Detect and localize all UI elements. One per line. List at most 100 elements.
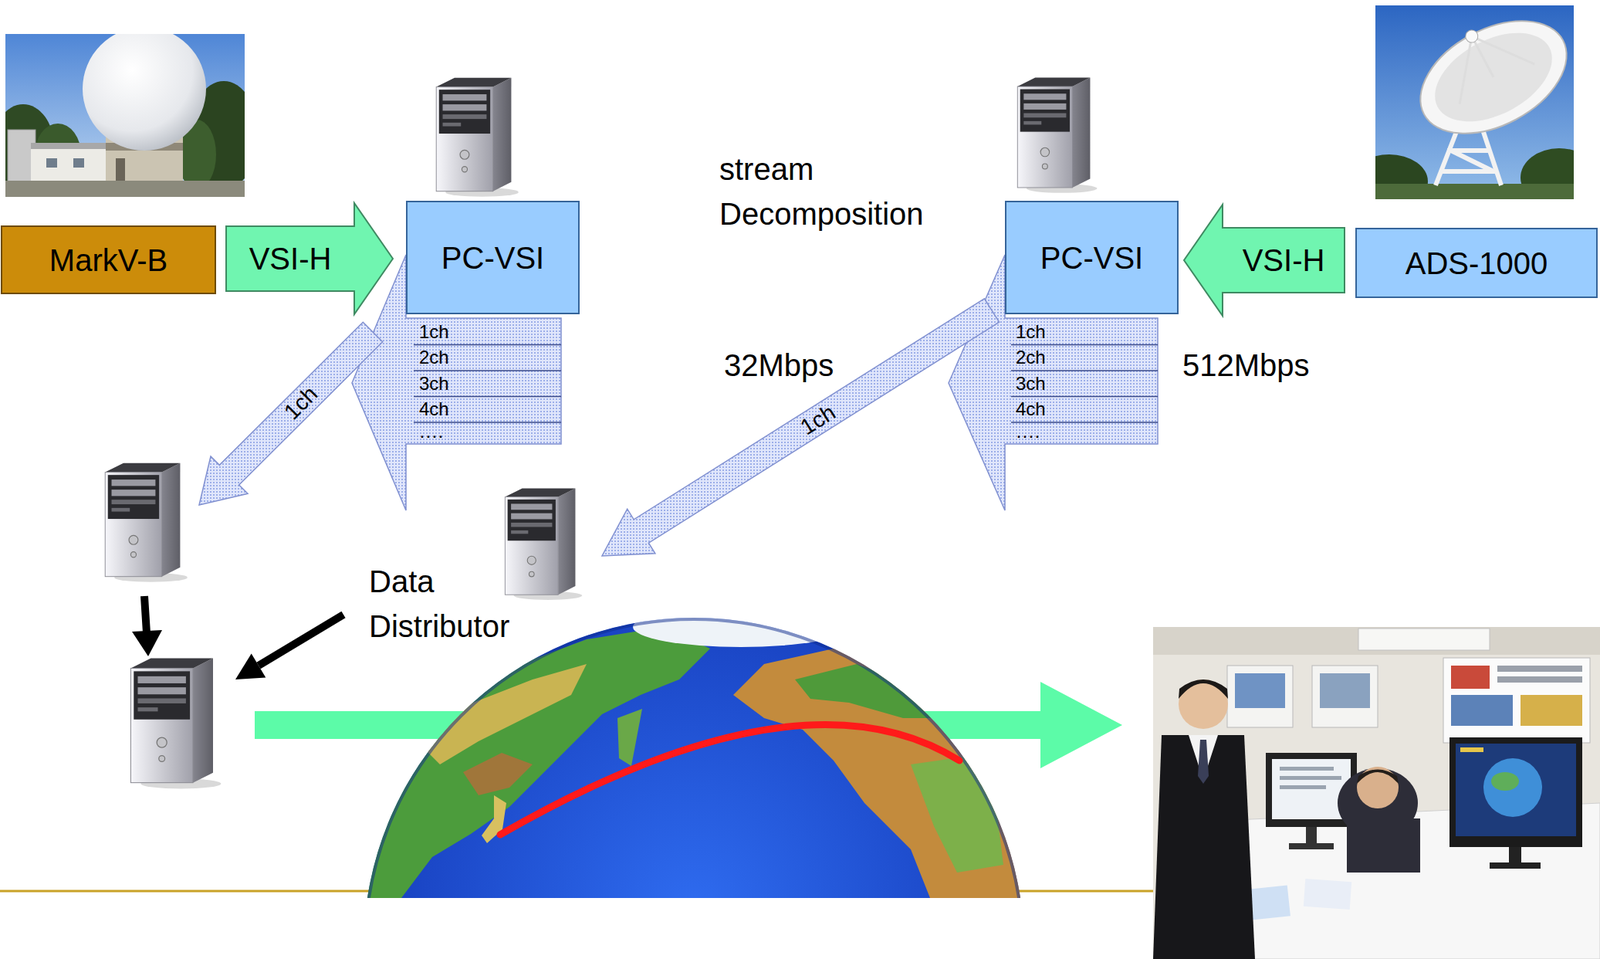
globe — [864, 631, 934, 657]
globe — [362, 606, 1027, 898]
radome-photo — [115, 158, 126, 182]
interface-label: VSI-H — [1242, 242, 1326, 278]
antenna-photo — [1451, 150, 1494, 172]
globe — [910, 756, 1004, 873]
channel-arrow — [602, 298, 1000, 556]
computer-icon — [130, 657, 221, 789]
channel-label: 1ch — [795, 399, 840, 440]
merge-arrow — [258, 614, 344, 666]
booth-photo — [1197, 739, 1209, 784]
rate-label: 512Mbps — [1182, 347, 1310, 383]
channel-label: ···· — [419, 422, 444, 448]
channel-rule — [413, 369, 562, 372]
channel-label: 4ch — [419, 396, 450, 422]
booth-photo — [1303, 878, 1352, 910]
booth-photo — [1491, 771, 1519, 791]
merge-arrow — [144, 595, 147, 633]
antenna-photo — [1375, 183, 1574, 200]
booth-photo — [1305, 826, 1317, 844]
booth-photo — [1234, 673, 1286, 708]
channel-label: 1ch — [419, 319, 450, 345]
globe — [500, 723, 960, 835]
booth-photo — [1312, 665, 1378, 728]
globe — [632, 606, 850, 647]
booth-photo — [1460, 747, 1484, 752]
booth-photo — [1455, 743, 1577, 836]
computer-icon — [1017, 77, 1097, 193]
interface-arrow — [226, 202, 393, 315]
channel-label: 1ch — [279, 381, 324, 426]
booth-photo — [1483, 757, 1543, 817]
channel-label: 2ch — [1015, 345, 1046, 370]
channel-label: ···· — [1015, 422, 1041, 448]
channel-rule — [413, 345, 1158, 423]
radome-photo — [30, 146, 109, 184]
channel-arrow — [199, 321, 383, 505]
radome-photo — [5, 33, 245, 197]
booth-photo — [1508, 846, 1522, 864]
process-box: PC-VSI — [405, 200, 580, 315]
channel-rule — [1011, 369, 1158, 372]
booth-photo — [1227, 665, 1293, 728]
process-note: stream Decomposition — [719, 146, 924, 237]
channel-label: 3ch — [1015, 371, 1046, 396]
booth-photo — [1449, 737, 1583, 847]
node-text: ADS-1000 — [1405, 245, 1549, 281]
channel-rule — [1011, 421, 1158, 423]
device-box: MarkV-B — [0, 225, 217, 295]
globe — [463, 752, 533, 795]
booth-photo — [1178, 679, 1228, 699]
globe — [365, 619, 1023, 898]
computer-icon — [104, 463, 188, 582]
channel-rule — [413, 395, 562, 398]
globe — [617, 708, 643, 766]
globe — [416, 663, 587, 765]
booth-photo — [1153, 626, 1600, 655]
merge-arrow — [131, 629, 163, 657]
radome-photo — [30, 142, 109, 149]
interface-label: VSI-H — [249, 240, 332, 277]
booth-photo — [1451, 665, 1490, 689]
globe — [733, 648, 1027, 898]
antenna-photo — [1375, 5, 1574, 200]
process-box: PC-VSI — [1004, 200, 1179, 315]
merge-arrow — [235, 653, 266, 680]
interface-arrow — [1183, 204, 1345, 316]
globe — [362, 606, 1027, 898]
device-box: ADS-1000 — [1355, 227, 1598, 298]
booth-photo — [1153, 626, 1600, 959]
radome-photo — [73, 158, 85, 168]
node-text: PC-VSI — [441, 240, 545, 276]
booth-photo — [1319, 673, 1370, 708]
booth-photo — [1153, 734, 1255, 959]
booth-photo — [1279, 775, 1342, 780]
node-text: MarkV-B — [49, 242, 168, 278]
booth-photo — [1279, 766, 1334, 771]
channel-rule — [413, 421, 562, 423]
antenna-photo — [1401, 5, 1574, 157]
channel-label: 4ch — [1015, 396, 1046, 422]
rate-label: 32Mbps — [723, 347, 834, 383]
booth-photo — [1520, 694, 1583, 726]
booth-photo — [1153, 626, 1600, 959]
node-text: PC-VSI — [1040, 240, 1144, 276]
computer-icon — [504, 487, 582, 599]
antenna-photo — [1434, 36, 1497, 105]
channel-label: 3ch — [419, 371, 450, 396]
booth-photo — [1356, 766, 1399, 809]
booth-photo — [1358, 628, 1490, 650]
booth-photo — [1451, 694, 1513, 726]
booth-photo — [1178, 679, 1228, 729]
antenna-photo — [1471, 36, 1494, 78]
booth-photo — [1497, 665, 1583, 672]
antenna-photo — [1463, 27, 1481, 45]
booth-photo — [1346, 818, 1421, 873]
channel-label: 1ch — [1015, 319, 1046, 345]
antenna-photo — [1420, 14, 1567, 140]
booth-photo — [1489, 862, 1541, 869]
booth-photo — [1288, 842, 1334, 850]
channel-rule — [413, 344, 562, 346]
